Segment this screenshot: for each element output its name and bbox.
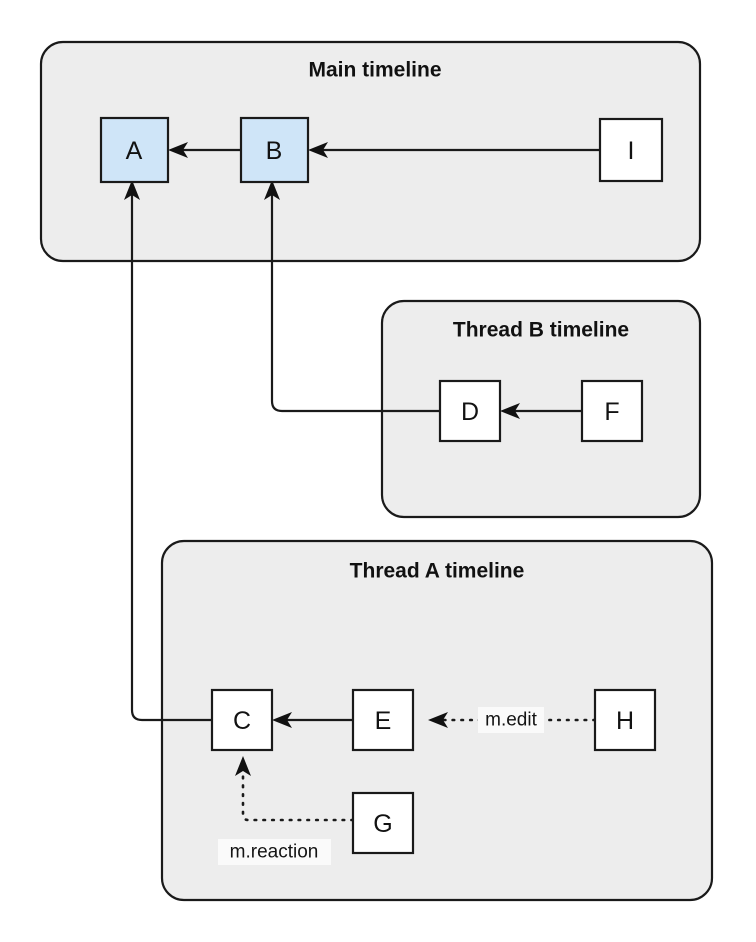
node-D-label: D <box>461 398 479 426</box>
edge-label-m-edit-text: m.edit <box>485 710 537 731</box>
node-H[interactable]: H <box>593 688 657 752</box>
node-D[interactable]: D <box>438 379 502 443</box>
group-thread-a-timeline-title: Thread A timeline <box>350 560 525 583</box>
node-A[interactable]: A <box>99 116 170 184</box>
edge-H-to-E[interactable] <box>428 712 597 728</box>
edge-D-to-B[interactable] <box>264 180 440 413</box>
node-H-label: H <box>616 707 634 735</box>
group-thread-b-timeline[interactable]: Thread B timeline <box>380 299 702 519</box>
edge-I-to-B-arrowhead <box>308 142 328 158</box>
node-G[interactable]: G <box>351 791 415 855</box>
edge-H-to-E-arrowhead <box>428 712 448 728</box>
edge-G-to-C-arrowhead <box>235 756 251 776</box>
edge-E-to-C[interactable] <box>272 712 353 728</box>
node-F-label: F <box>604 398 619 426</box>
edge-I-to-B[interactable] <box>308 142 600 158</box>
group-thread-b-timeline-title: Thread B timeline <box>453 319 629 342</box>
node-E-label: E <box>375 707 392 735</box>
node-E[interactable]: E <box>351 688 415 752</box>
edge-G-to-C-line <box>241 770 355 822</box>
edge-label-m-reaction: m.reaction <box>218 839 331 865</box>
node-B-box <box>239 116 310 184</box>
edge-E-to-C-arrowhead <box>272 712 292 728</box>
edge-label-m-edit: m.edit <box>478 707 544 733</box>
edge-F-to-D-arrowhead <box>500 403 520 419</box>
node-C[interactable]: C <box>210 688 274 752</box>
node-I-box <box>598 117 664 183</box>
edge-G-to-C[interactable] <box>235 756 355 822</box>
node-A-label: A <box>126 137 143 165</box>
node-E-box <box>351 688 415 752</box>
group-main-timeline[interactable]: Main timeline <box>39 40 702 263</box>
node-B-label: B <box>266 137 283 165</box>
node-H-box <box>593 688 657 752</box>
node-F-box <box>580 379 644 443</box>
edge-B-to-A-arrowhead <box>168 142 188 158</box>
edge-B-to-A[interactable] <box>168 142 241 158</box>
node-G-label: G <box>373 810 392 838</box>
node-C-label: C <box>233 707 251 735</box>
edge-D-to-B-line <box>270 195 440 413</box>
group-main-timeline-box <box>39 40 702 263</box>
group-thread-b-timeline-box <box>380 299 702 519</box>
node-C-box <box>210 688 274 752</box>
group-main-timeline-title: Main timeline <box>308 59 441 82</box>
node-A-box <box>99 116 170 184</box>
node-I-label: I <box>628 137 635 165</box>
node-D-box <box>438 379 502 443</box>
edge-label-m-edit-background <box>478 707 544 733</box>
edge-D-to-B-arrowhead <box>264 180 280 200</box>
edge-F-to-D[interactable] <box>500 403 582 419</box>
node-F[interactable]: F <box>580 379 644 443</box>
edge-label-m-reaction-background <box>218 839 331 865</box>
node-G-box <box>351 791 415 855</box>
node-B[interactable]: B <box>239 116 310 184</box>
edge-C-to-A-line <box>130 195 212 722</box>
node-I[interactable]: I <box>598 117 664 183</box>
edge-label-m-reaction-text: m.reaction <box>230 842 319 863</box>
edge-C-to-A-arrowhead <box>124 180 140 200</box>
edge-C-to-A[interactable] <box>124 180 212 722</box>
